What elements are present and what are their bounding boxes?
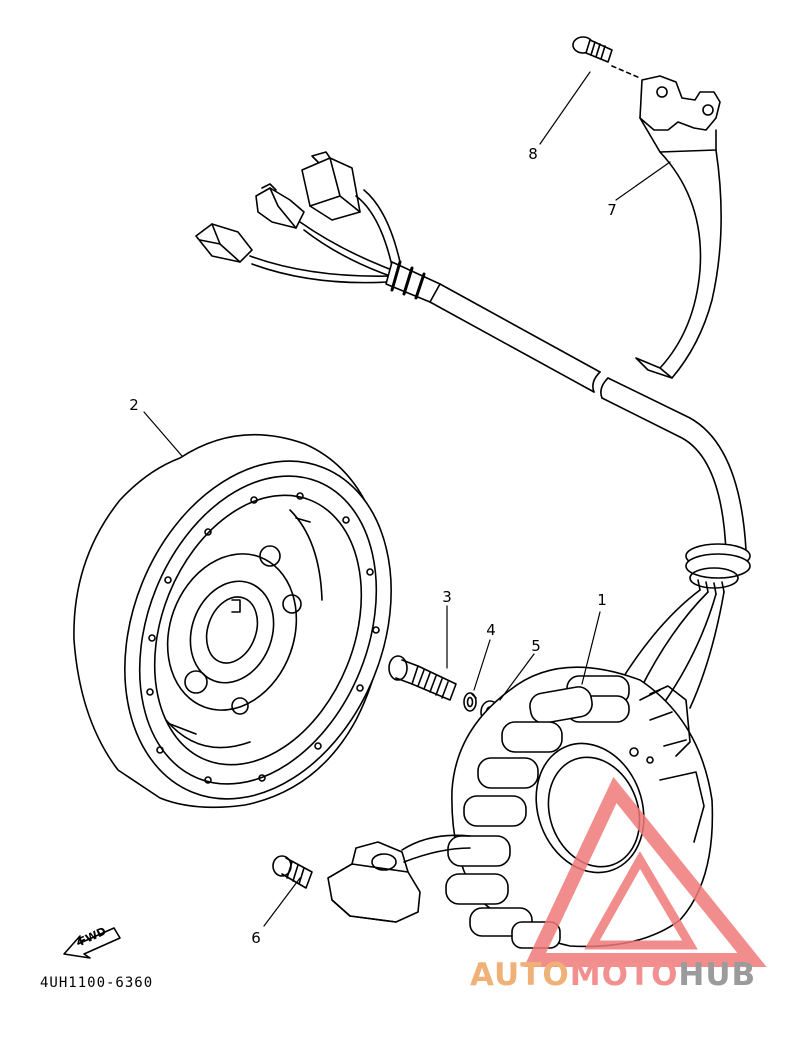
callout-2: 2: [129, 396, 139, 414]
callout-3: 3: [442, 588, 452, 606]
lead-holder-7: [635, 75, 722, 379]
diagram-code: 4UH1100-6360: [40, 975, 154, 991]
callout-7: 7: [607, 201, 617, 219]
callout-5: 5: [531, 637, 541, 655]
leader-lines: [143, 71, 671, 927]
fwd-arrow: [63, 927, 121, 959]
rotor-2: [73, 433, 392, 809]
screw-8: [572, 36, 613, 63]
callout-8: 8: [528, 145, 538, 163]
watermark-text-hub: HUB: [678, 957, 757, 993]
watermark-text-auto: AUTO: [470, 957, 570, 993]
stator-1: [327, 666, 714, 949]
callout-6: 6: [251, 929, 261, 947]
callout-4: 4: [486, 621, 496, 639]
watermark-logo: [523, 776, 767, 967]
bolt-3: [388, 655, 457, 701]
screw-6: [272, 855, 313, 889]
wire-harness: [195, 151, 751, 709]
callout-1: 1: [597, 591, 607, 609]
lock-washer-4: [463, 692, 477, 712]
watermark-text: AUTOMOTOHUB: [470, 957, 756, 993]
watermark-text-moto: MOTO: [569, 957, 679, 993]
